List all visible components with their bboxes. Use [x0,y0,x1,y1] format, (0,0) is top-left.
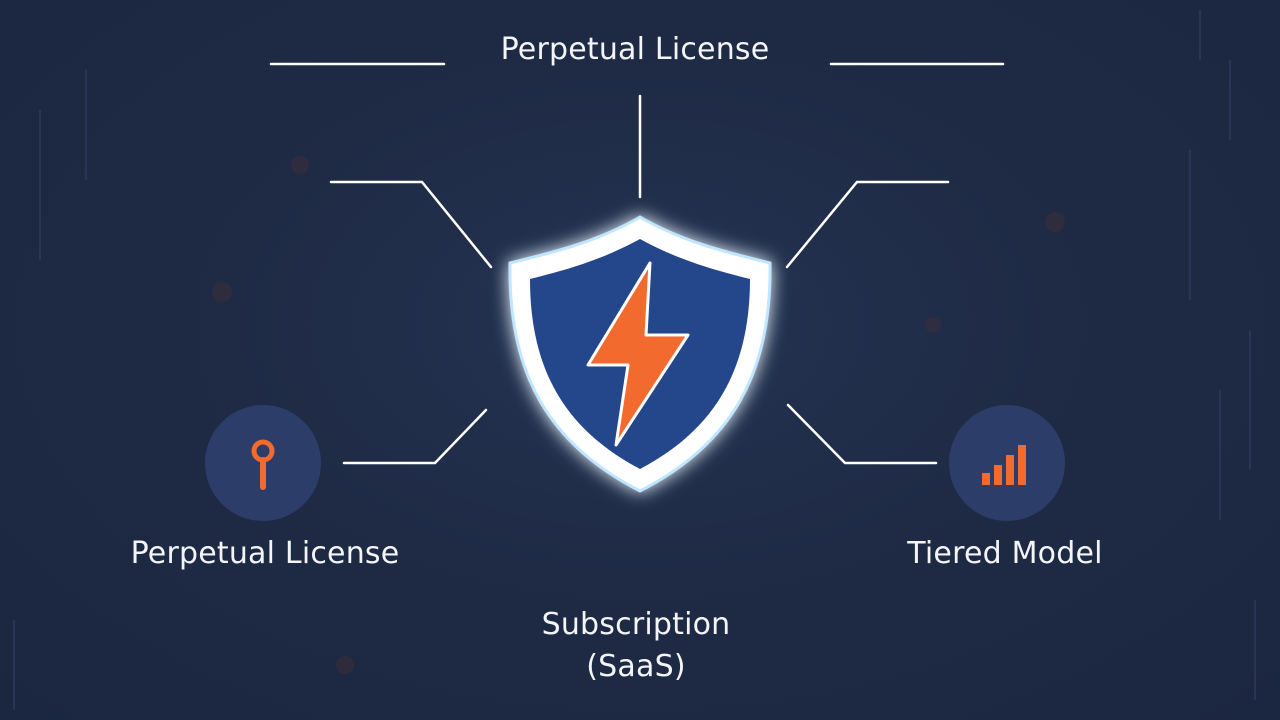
shield-lightning-icon [480,195,800,515]
perpetual-license-icon-circle [205,405,321,521]
tiered-model-icon-circle [949,405,1065,521]
right-label: Tiered Model [907,536,1103,571]
top-label: Perpetual License [500,32,770,67]
bottom-label-line2: (SaaS) [586,649,686,684]
connector-lower-left [342,408,488,465]
bottom-label: Subscription (SaaS) [486,604,786,688]
connector-upper-right [785,180,950,269]
connector-upper-left [329,180,493,269]
bottom-label-line1: Subscription [541,607,731,642]
connector-lower-right [786,403,938,465]
bar-chart-icon [982,445,1026,485]
left-label: Perpetual License [130,536,400,571]
key-icon [251,439,275,490]
